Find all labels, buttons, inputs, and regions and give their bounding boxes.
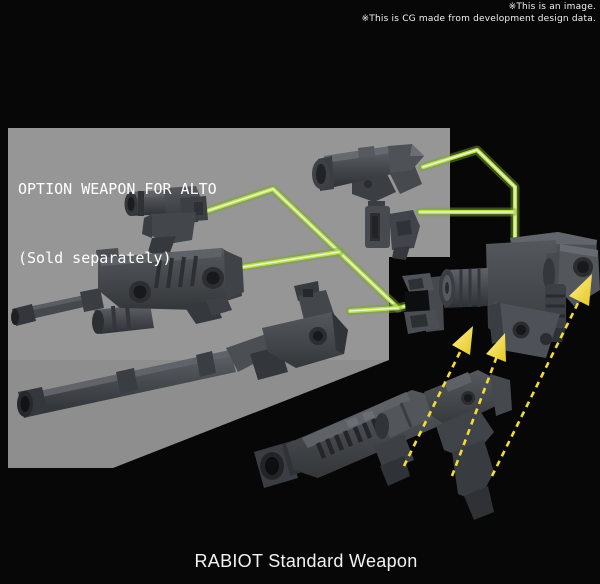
connector-line-cannon	[418, 145, 520, 257]
connector-line-rifle	[238, 247, 344, 272]
notice-line-2: ※This is CG made from development design…	[361, 13, 596, 24]
panel-label: OPTION WEAPON FOR ALTO (Sold separately)	[18, 132, 217, 316]
attach-arrow-1	[402, 326, 473, 467]
scoped-cannon-part	[312, 144, 424, 202]
connector-line-bazooka	[345, 303, 403, 316]
handgun-part	[124, 186, 208, 258]
panel-title: OPTION WEAPON FOR ALTO	[18, 180, 217, 198]
rabiot-standard-weapon	[254, 370, 512, 520]
notice-line-1: ※This is an image.	[508, 2, 596, 12]
grip-joint-part	[365, 201, 420, 260]
bazooka-part	[17, 281, 348, 418]
panel-subtitle: (Sold separately)	[18, 249, 172, 267]
assault-rifle-part	[11, 248, 244, 334]
weapon-mount-unit	[439, 232, 600, 358]
footer-caption: RABIOT Standard Weapon	[194, 551, 418, 571]
attach-arrow-2	[450, 333, 506, 477]
clamp-joint-part	[402, 273, 444, 334]
attach-arrow-3	[490, 274, 592, 477]
attach-arrows	[402, 274, 592, 477]
notice-text: ※This is an image. ※This is CG made from…	[362, 2, 596, 25]
